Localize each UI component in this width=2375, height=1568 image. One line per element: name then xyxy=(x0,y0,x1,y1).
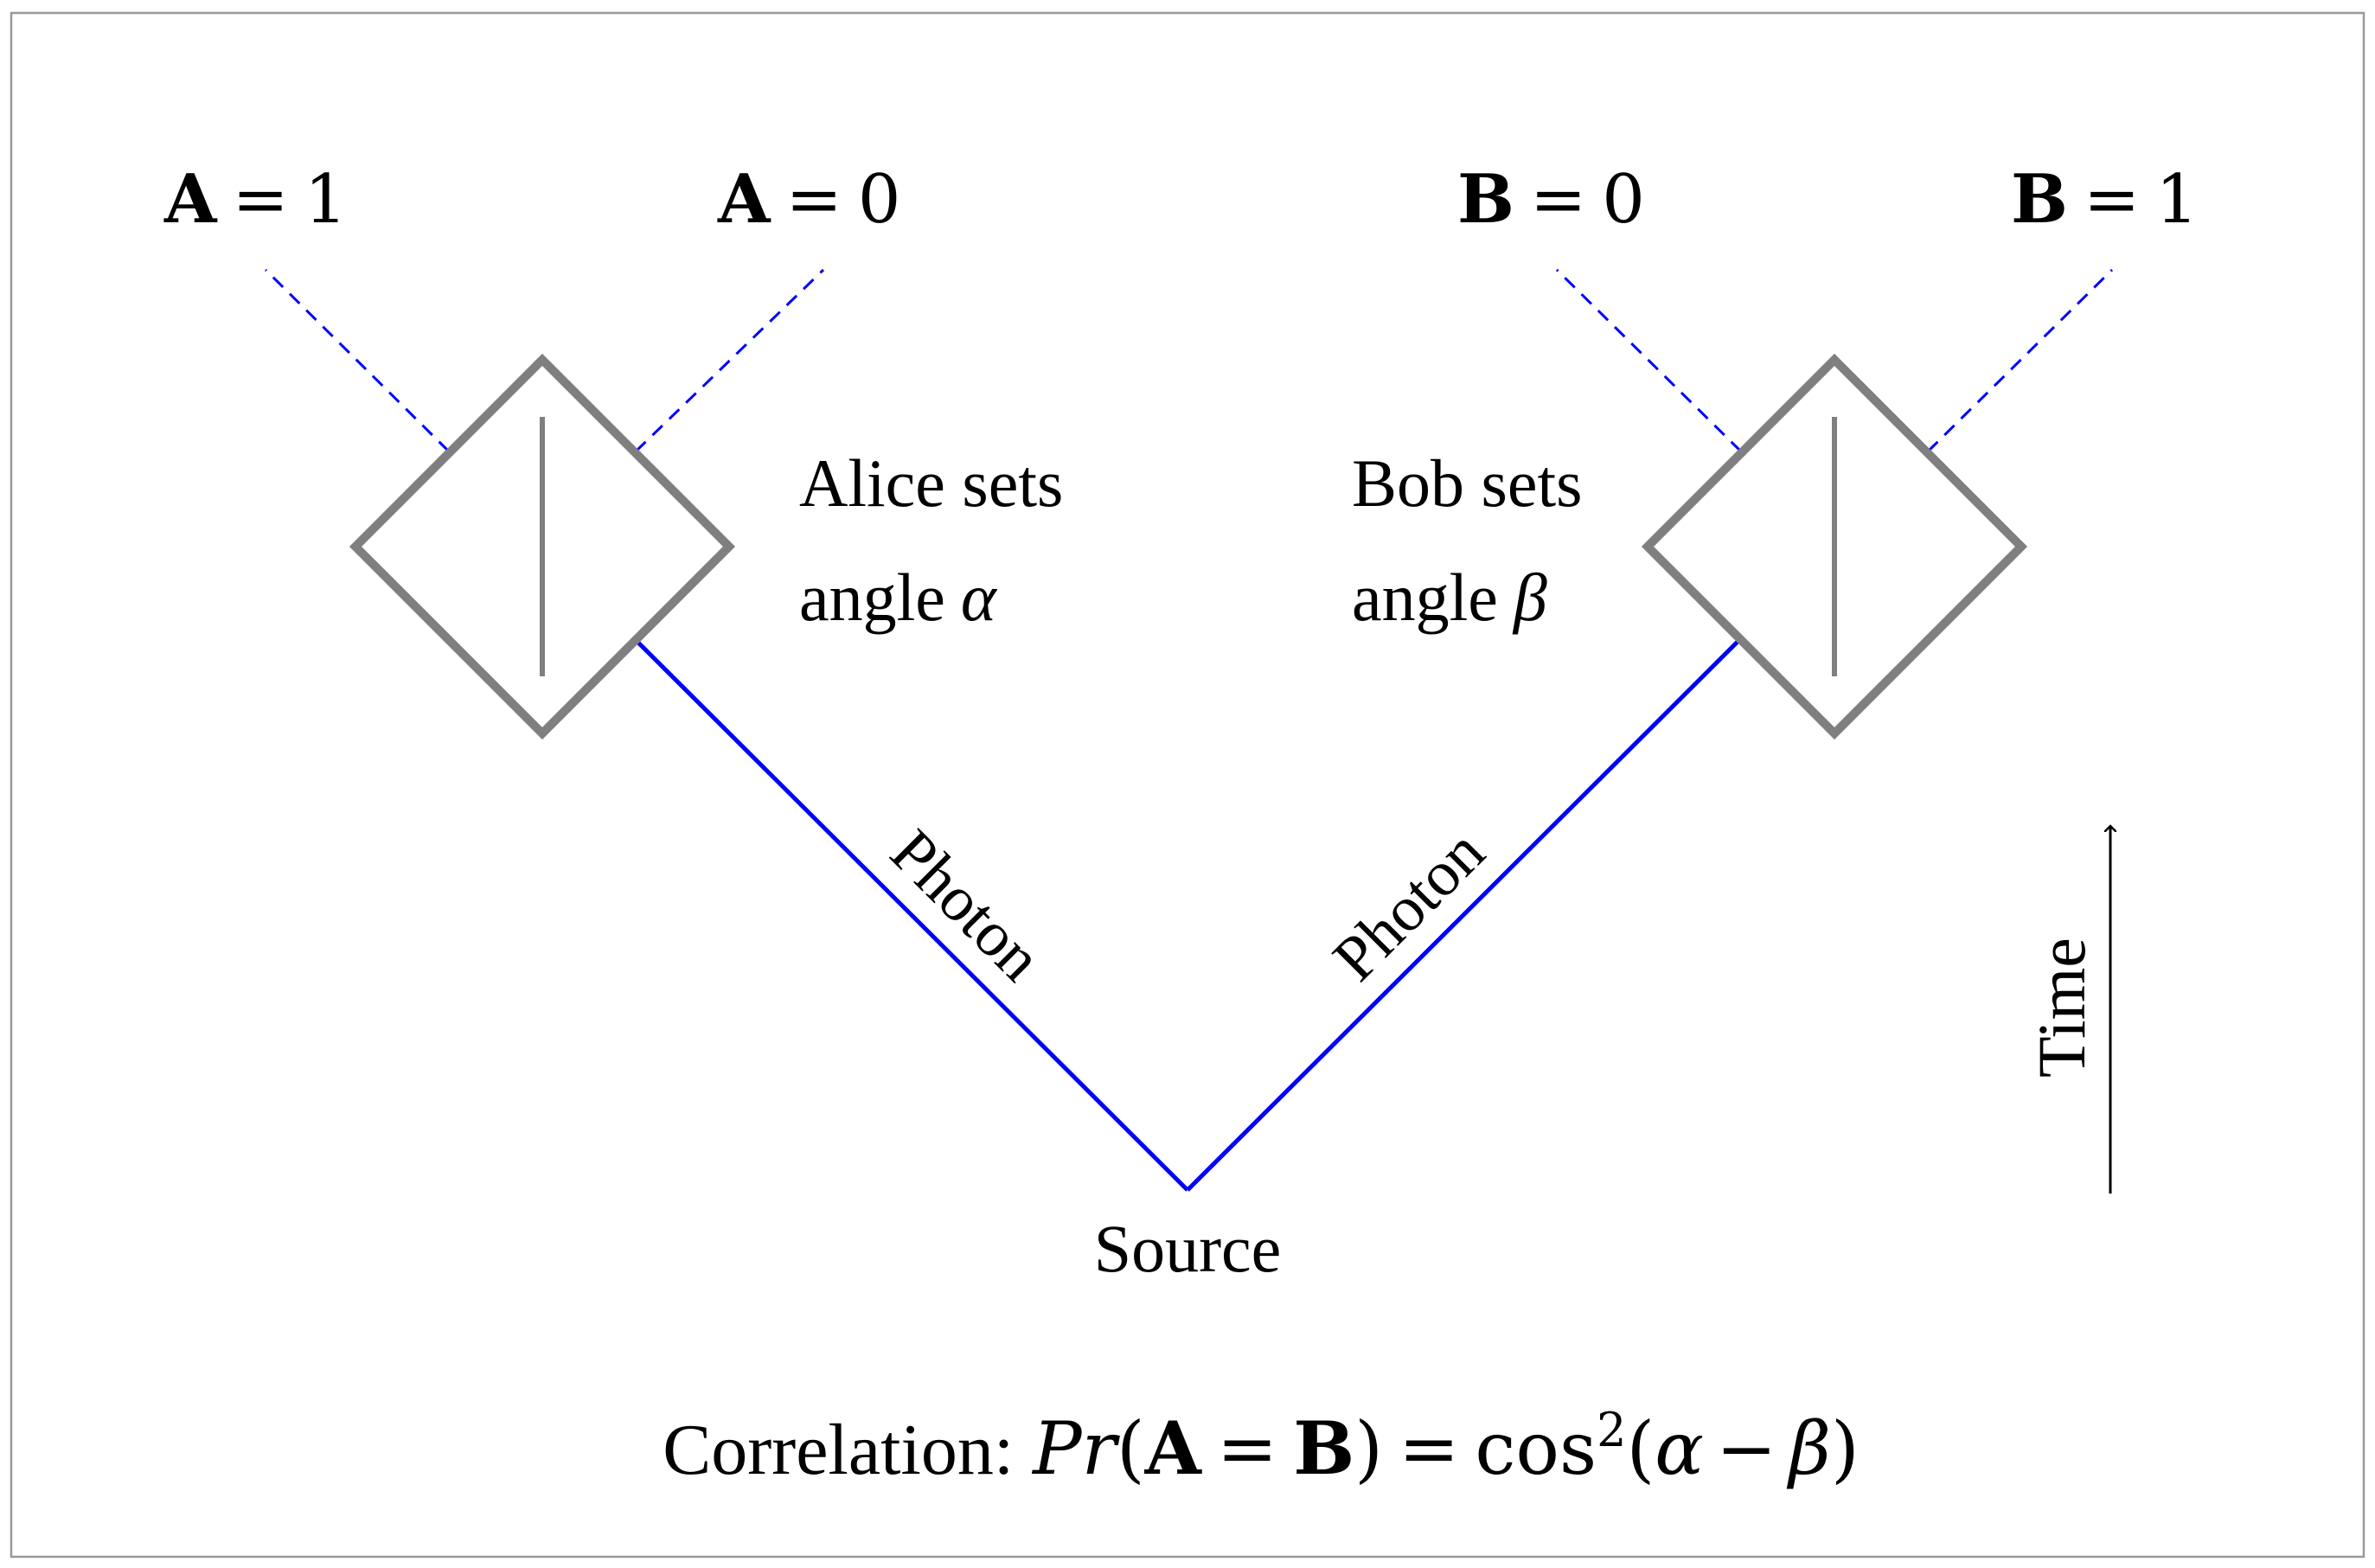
source-label: Source xyxy=(1094,1211,1282,1286)
diagram-frame xyxy=(10,11,2365,1558)
bob-sets-label: Bob sets xyxy=(1352,445,1583,521)
time-label: Time xyxy=(2024,938,2099,1078)
correlation-formula: Correlation:Pr(A=B)=cos2(α−β) xyxy=(663,1403,1859,1491)
alice-sets-label: Alice sets xyxy=(799,445,1063,521)
photon-path-left xyxy=(632,637,1189,1192)
bob-detector xyxy=(1641,353,2028,740)
photon-path-right xyxy=(1186,637,1743,1192)
alice-output-a1-line xyxy=(264,268,451,453)
label-b-equals-1: B=1 xyxy=(2011,160,2199,239)
label-a-equals-1: A=1 xyxy=(163,160,348,239)
bob-output-b0-line xyxy=(1555,268,1743,453)
label-a-equals-0: A=0 xyxy=(717,160,901,239)
bob-output-b1-line xyxy=(1926,268,2114,453)
label-b-equals-0: B=0 xyxy=(1457,160,1645,239)
alice-detector xyxy=(349,353,736,740)
alice-output-a0-line xyxy=(634,268,825,453)
